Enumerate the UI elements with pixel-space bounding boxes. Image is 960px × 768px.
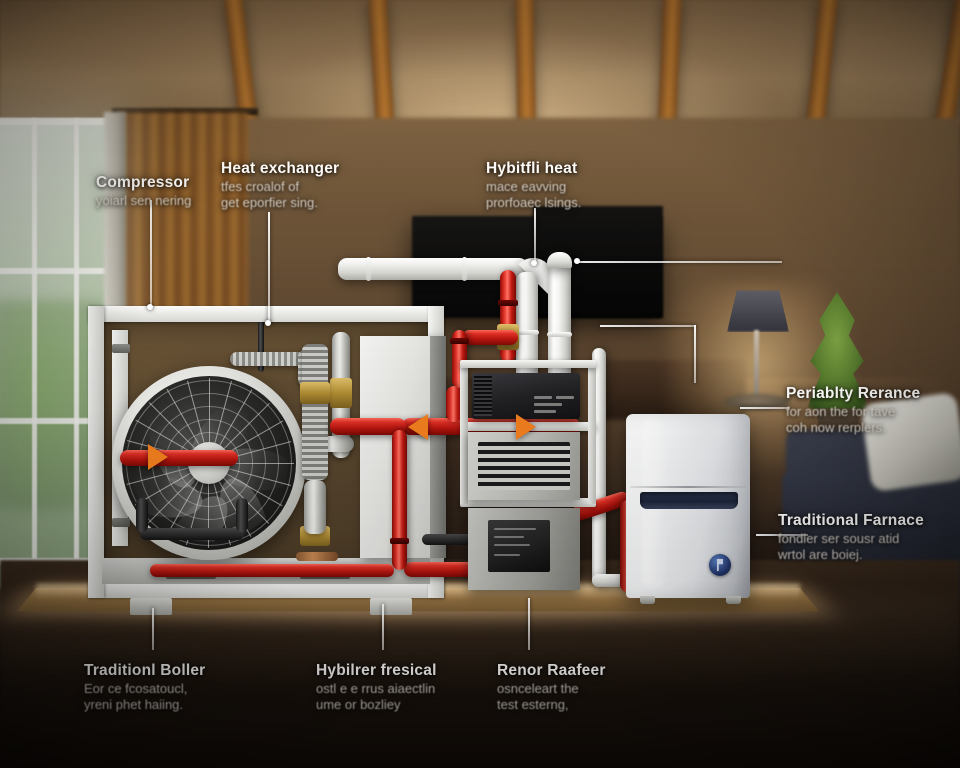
callout-renor-subtitle-1: osnceleart the [497, 681, 579, 697]
callout-compressor-title: Compressor [96, 174, 190, 191]
furnace-brand-badge [709, 554, 731, 576]
leader-line-hybrid-fresical [382, 604, 384, 650]
callout-periably-rerance: Periablty Rerance for aon the for tave c… [786, 385, 958, 436]
cabinet-frame-left [88, 306, 104, 598]
furnace-foot [640, 596, 655, 604]
service-pipe [304, 480, 326, 534]
callout-heat-exchanger-title: Heat exchanger [221, 160, 340, 177]
leader-line-hybrid-heat [534, 208, 536, 264]
module-label [534, 396, 552, 399]
callout-traditional-furnace: Traditional Farnace fondler ser sousr at… [778, 512, 958, 563]
pipe-band [390, 538, 409, 544]
lamp-shade [727, 290, 789, 332]
refrigerant-inlet-line [120, 450, 238, 466]
callout-renor-rafteer: Renor Raafeer osnceleart the test estern… [497, 662, 667, 713]
duct-collar [366, 257, 371, 281]
rack-post-right [588, 362, 596, 504]
callout-hybrid-heat-subtitle-2: prorfoaec lsings. [486, 195, 582, 211]
callout-hybrid-fresical-subtitle-1: ostl e e rrus aiaectlin [316, 681, 436, 697]
callout-compressor-subtitle: yoiarl sen nering [96, 193, 192, 209]
leader-line-periably-riser [694, 325, 696, 383]
furnace-foot [726, 596, 741, 604]
cabinet-foot [370, 598, 412, 615]
callout-renor-subtitle-2: test esterng, [497, 697, 569, 713]
rack-shelf-top [460, 360, 596, 368]
callout-periably-subtitle-2: coh now rerplers. [786, 420, 886, 436]
leader-line-heat-exchanger [268, 212, 270, 324]
leader-dot-compressor [147, 304, 153, 310]
leader-line-periably [600, 325, 696, 327]
duct-collar [462, 257, 467, 281]
leader-dot-hybrid-heat [531, 260, 537, 266]
callout-hybrid-heat: Hybitfli heat mace eavving prorfoaec lsi… [486, 160, 646, 211]
flow-arrow-mid-left [408, 414, 428, 440]
leader-line-traditional-boiler [152, 608, 154, 650]
leader-line-periably-tail [740, 407, 790, 409]
condensate-riser [236, 498, 248, 532]
callout-traditional-boiler-title: Traditionl Boller [84, 662, 206, 679]
callout-heat-exchanger: Heat exchanger tfes croalof of get eporf… [221, 160, 391, 211]
module-label [556, 396, 574, 399]
pipe-band [498, 300, 518, 306]
callout-hybrid-heat-title: Hybitfli heat [486, 160, 578, 177]
callout-periably-title: Periablty Rerance [786, 385, 921, 402]
base-control-panel [488, 520, 550, 572]
callout-hybrid-fresical-subtitle-2: ume or bozliey [316, 697, 401, 713]
callout-hybrid-heat-subtitle-1: mace eavving [486, 179, 567, 195]
flow-arrow-mid-right [516, 414, 536, 440]
module-label [534, 403, 562, 406]
cabinet-foot [130, 598, 172, 615]
callout-traditional-furnace-subtitle-2: wrtol are boiej. [778, 547, 863, 563]
callout-heat-exchanger-subtitle-1: tfes croalof of [221, 179, 300, 195]
leader-line-upper-right [578, 261, 782, 263]
furnace-display-slot [640, 492, 738, 509]
callout-traditional-boiler-subtitle-1: Eor ce fcosatoucl, [84, 681, 188, 697]
rack-post-left [460, 362, 468, 504]
corrugated-riser [302, 344, 328, 480]
copper-line [296, 552, 338, 561]
leader-dot-heat-exchanger [265, 320, 271, 326]
air-handler-louvers [478, 442, 570, 490]
refrigerant-crossover [462, 330, 518, 345]
refrigerant-base-run [150, 564, 394, 577]
callout-traditional-furnace-subtitle-1: fondler ser sousr atid [778, 531, 900, 547]
pipe-band [450, 338, 469, 344]
refrigerant-return-riser [392, 430, 407, 570]
cabinet-vent [112, 344, 130, 353]
duct-cap [547, 252, 572, 268]
duct-collar [547, 332, 572, 337]
ceiling-light-glow [230, 0, 790, 126]
furnace-seam [630, 486, 746, 488]
leader-dot-upper-right [574, 258, 580, 264]
leader-line-compressor [150, 200, 152, 308]
callout-renor-title: Renor Raafeer [497, 662, 606, 679]
callout-traditional-boiler-subtitle-2: yreni phet haiing. [84, 697, 184, 713]
control-module-fins [474, 376, 492, 416]
condensate-riser [136, 498, 148, 532]
flue-duct-vertical-right [548, 256, 571, 390]
callout-compressor: Compressor yoiarl sen nering [96, 174, 236, 209]
condensate-drain [140, 528, 244, 540]
callout-traditional-boiler: Traditionl Boller Eor ce fcosatoucl, yre… [84, 662, 264, 713]
brass-union [300, 382, 330, 404]
lamp-stem [754, 330, 759, 402]
corrugated-pipe [230, 352, 308, 366]
leader-line-renor [528, 598, 530, 650]
flow-arrow-inlet [148, 444, 168, 470]
casing-right-edge [430, 336, 446, 558]
module-label [534, 410, 556, 413]
callout-traditional-furnace-title: Traditional Farnace [778, 512, 924, 529]
callout-periably-subtitle-1: for aon the for tave [786, 404, 896, 420]
callout-heat-exchanger-subtitle-2: get eporfier sing. [221, 195, 318, 211]
callout-hybrid-fresical-title: Hybilrer fresical [316, 662, 437, 679]
callout-hybrid-fresical: Hybilrer fresical ostl e e rrus aiaectli… [316, 662, 496, 713]
